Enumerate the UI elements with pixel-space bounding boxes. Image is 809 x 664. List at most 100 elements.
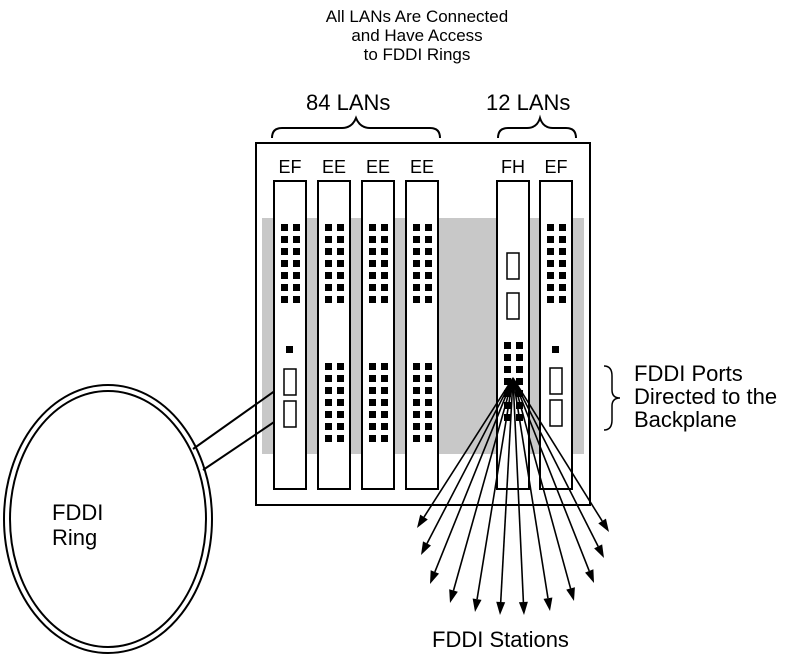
arrow-head bbox=[585, 569, 594, 583]
station-arrow-11 bbox=[512, 377, 604, 558]
module-label-4: EE bbox=[409, 157, 434, 177]
port bbox=[559, 260, 566, 267]
port bbox=[547, 236, 554, 243]
ring-label-line-1: FDDI bbox=[52, 500, 104, 525]
port bbox=[413, 387, 420, 394]
module-card-6 bbox=[539, 180, 573, 490]
module-label-3: EE bbox=[365, 157, 390, 177]
port bbox=[325, 224, 332, 231]
port bbox=[381, 387, 388, 394]
ef-left-fddi-slot-b bbox=[283, 400, 297, 428]
port-grid-bottom-2 bbox=[325, 363, 344, 442]
port bbox=[559, 248, 566, 255]
port bbox=[325, 375, 332, 382]
port bbox=[381, 224, 388, 231]
arrow-shaft bbox=[499, 377, 514, 603]
port bbox=[425, 435, 432, 442]
port bbox=[547, 272, 554, 279]
station-arrow-1 bbox=[417, 377, 514, 528]
port bbox=[425, 248, 432, 255]
module-card-body bbox=[273, 180, 307, 490]
ring-link-lower bbox=[202, 413, 287, 471]
module-card-1 bbox=[273, 180, 307, 490]
port bbox=[413, 260, 420, 267]
ports-label-line-2: Directed to the bbox=[634, 384, 778, 409]
port bbox=[325, 272, 332, 279]
module-card-body bbox=[361, 180, 395, 490]
port bbox=[337, 272, 344, 279]
port bbox=[425, 236, 432, 243]
port bbox=[516, 402, 523, 409]
port bbox=[559, 224, 566, 231]
port bbox=[413, 435, 420, 442]
port bbox=[337, 411, 344, 418]
port bbox=[337, 296, 344, 303]
module-label-1: EF bbox=[278, 157, 302, 177]
port bbox=[559, 284, 566, 291]
arrow-head bbox=[594, 544, 604, 558]
port bbox=[413, 411, 420, 418]
port bbox=[547, 224, 554, 231]
port bbox=[413, 248, 420, 255]
port bbox=[281, 284, 288, 291]
port bbox=[325, 248, 332, 255]
arrow-head bbox=[518, 601, 528, 615]
ef-right-fddi-slot-a bbox=[549, 367, 563, 395]
port bbox=[369, 236, 376, 243]
module-card-3 bbox=[361, 180, 395, 490]
header-note-line-3: to FDDI Rings bbox=[363, 45, 471, 64]
port bbox=[337, 423, 344, 430]
arrow-head bbox=[472, 598, 482, 612]
station-arrow-12 bbox=[512, 377, 609, 532]
port bbox=[547, 284, 554, 291]
port bbox=[369, 423, 376, 430]
ef-right-status-port bbox=[552, 346, 559, 353]
port bbox=[559, 236, 566, 243]
module-card-body bbox=[317, 180, 351, 490]
port bbox=[425, 363, 432, 370]
port bbox=[425, 399, 432, 406]
port bbox=[337, 435, 344, 442]
fh-slot-a bbox=[506, 252, 520, 280]
port bbox=[369, 284, 376, 291]
port bbox=[325, 363, 332, 370]
port bbox=[425, 387, 432, 394]
ef-left-status-port bbox=[286, 346, 293, 353]
module-label-2: EE bbox=[321, 157, 346, 177]
port bbox=[369, 375, 376, 382]
port bbox=[293, 284, 300, 291]
port bbox=[413, 272, 420, 279]
port bbox=[413, 423, 420, 430]
arrow-head bbox=[496, 601, 506, 615]
port bbox=[516, 366, 523, 373]
station-arrow-6 bbox=[496, 377, 514, 615]
port bbox=[337, 399, 344, 406]
port bbox=[369, 387, 376, 394]
port bbox=[337, 248, 344, 255]
port bbox=[337, 224, 344, 231]
station-arrow-3 bbox=[430, 377, 514, 584]
port bbox=[281, 272, 288, 279]
port bbox=[413, 284, 420, 291]
station-arrow-4 bbox=[449, 377, 514, 603]
port bbox=[381, 296, 388, 303]
port bbox=[381, 423, 388, 430]
port bbox=[381, 260, 388, 267]
port bbox=[337, 387, 344, 394]
arrow-head bbox=[566, 587, 575, 601]
port bbox=[559, 296, 566, 303]
port bbox=[325, 399, 332, 406]
arrow-shaft bbox=[512, 377, 525, 603]
arrow-shaft bbox=[512, 377, 572, 589]
port bbox=[381, 435, 388, 442]
station-arrow-8 bbox=[512, 377, 553, 611]
port bbox=[504, 354, 511, 361]
arrow-shaft bbox=[512, 377, 549, 599]
module-label-6: EF bbox=[544, 157, 568, 177]
port bbox=[369, 272, 376, 279]
port-grid-top-4 bbox=[413, 224, 432, 303]
port bbox=[281, 236, 288, 243]
port bbox=[413, 236, 420, 243]
arrow-shaft bbox=[476, 377, 514, 600]
port bbox=[369, 260, 376, 267]
